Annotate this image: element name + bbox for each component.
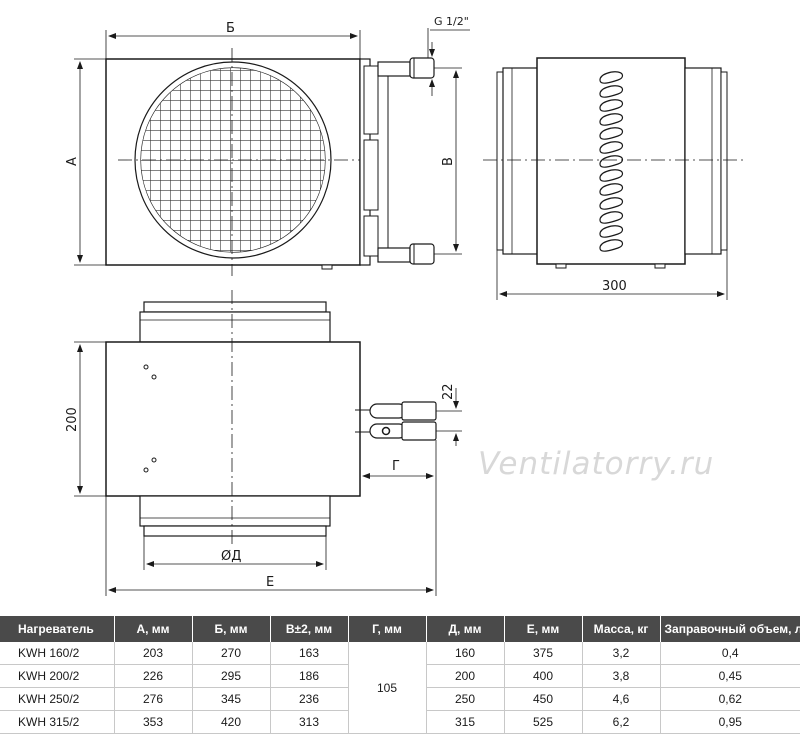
cell-v: 186: [270, 664, 349, 688]
dim-label-b: Б: [226, 21, 235, 36]
cell-b: 345: [192, 687, 271, 711]
top-view: 200 22 Г ØД Е: [65, 290, 462, 596]
cell-d: 200: [426, 664, 505, 688]
cell-volume: 0,4: [660, 642, 800, 665]
coil-loop: [599, 183, 624, 196]
coil-loop: [599, 239, 624, 252]
coil-loop: [599, 225, 624, 238]
cell-b: 420: [192, 710, 271, 734]
cell-volume: 0,62: [660, 687, 800, 711]
header-b: Б, мм: [192, 616, 271, 642]
dim-label-thread: G 1/2": [434, 15, 469, 28]
coil-loop: [599, 169, 624, 182]
dim-label-depth: 300: [602, 279, 627, 294]
table-row: KWH 315/2 353 420 313 315 525 6,2 0,95: [0, 710, 800, 734]
front-view: Б А В G 1/2": [65, 15, 470, 276]
cell-g-merged: 105: [348, 642, 427, 734]
cell-mass: 4,6: [582, 687, 661, 711]
header-volume: Заправочный объем, л: [660, 616, 800, 642]
dim-label-g: Г: [392, 459, 400, 474]
cell-v: 313: [270, 710, 349, 734]
cell-a: 226: [114, 664, 193, 688]
cell-a: 276: [114, 687, 193, 711]
side-view: 300: [483, 57, 744, 300]
coil-loop: [599, 99, 624, 112]
cell-e: 375: [504, 642, 583, 665]
table-header-row: Нагреватель А, мм Б, мм В±2, мм Г, мм Д,…: [0, 616, 800, 642]
dim-label-spacing: 22: [441, 383, 456, 400]
cell-model: KWH 200/2: [0, 664, 115, 688]
cell-d: 250: [426, 687, 505, 711]
header-v: В±2, мм: [270, 616, 349, 642]
coil-loop: [599, 71, 624, 84]
table-row: KWH 200/2 226 295 186 200 400 3,8 0,45: [0, 664, 800, 688]
cell-model: KWH 160/2: [0, 642, 115, 665]
coil-loop: [599, 211, 624, 224]
cell-volume: 0,95: [660, 710, 800, 734]
cell-volume: 0,45: [660, 664, 800, 688]
table-row: KWH 250/2 276 345 236 250 450 4,6 0,62: [0, 687, 800, 711]
cell-b: 295: [192, 664, 271, 688]
cell-v: 236: [270, 687, 349, 711]
cell-b: 270: [192, 642, 271, 665]
cell-model: KWH 315/2: [0, 710, 115, 734]
header-g: Г, мм: [348, 616, 427, 642]
cell-e: 525: [504, 710, 583, 734]
cell-mass: 6,2: [582, 710, 661, 734]
dim-label-v: В: [441, 157, 456, 166]
cell-d: 315: [426, 710, 505, 734]
coil-loop: [599, 113, 624, 126]
cell-a: 203: [114, 642, 193, 665]
cell-d: 160: [426, 642, 505, 665]
header-model: Нагреватель: [0, 616, 115, 642]
header-d: Д, мм: [426, 616, 505, 642]
spec-table: Нагреватель А, мм Б, мм В±2, мм Г, мм Д,…: [0, 616, 800, 734]
header-e: Е, мм: [504, 616, 583, 642]
cell-v: 163: [270, 642, 349, 665]
cell-e: 400: [504, 664, 583, 688]
header-mass: Масса, кг: [582, 616, 661, 642]
cell-a: 353: [114, 710, 193, 734]
cell-mass: 3,8: [582, 664, 661, 688]
cell-model: KWH 250/2: [0, 687, 115, 711]
dim-label-e: Е: [266, 575, 274, 590]
coil-loop: [599, 127, 624, 140]
coil-loop: [599, 197, 624, 210]
watermark-text: Ventilatorry.ru: [478, 446, 715, 482]
technical-drawing: Б А В G 1/2" 300: [65, 15, 744, 596]
dim-label-height: 200: [65, 407, 80, 432]
cell-mass: 3,2: [582, 642, 661, 665]
coil-loop: [599, 85, 624, 98]
cell-e: 450: [504, 687, 583, 711]
dim-label-d: ØД: [221, 549, 241, 564]
header-a: А, мм: [114, 616, 193, 642]
dim-label-a: А: [65, 157, 80, 166]
table-row: KWH 160/2 203 270 163 105 160 375 3,2 0,…: [0, 642, 800, 734]
coil-loop: [599, 141, 624, 154]
